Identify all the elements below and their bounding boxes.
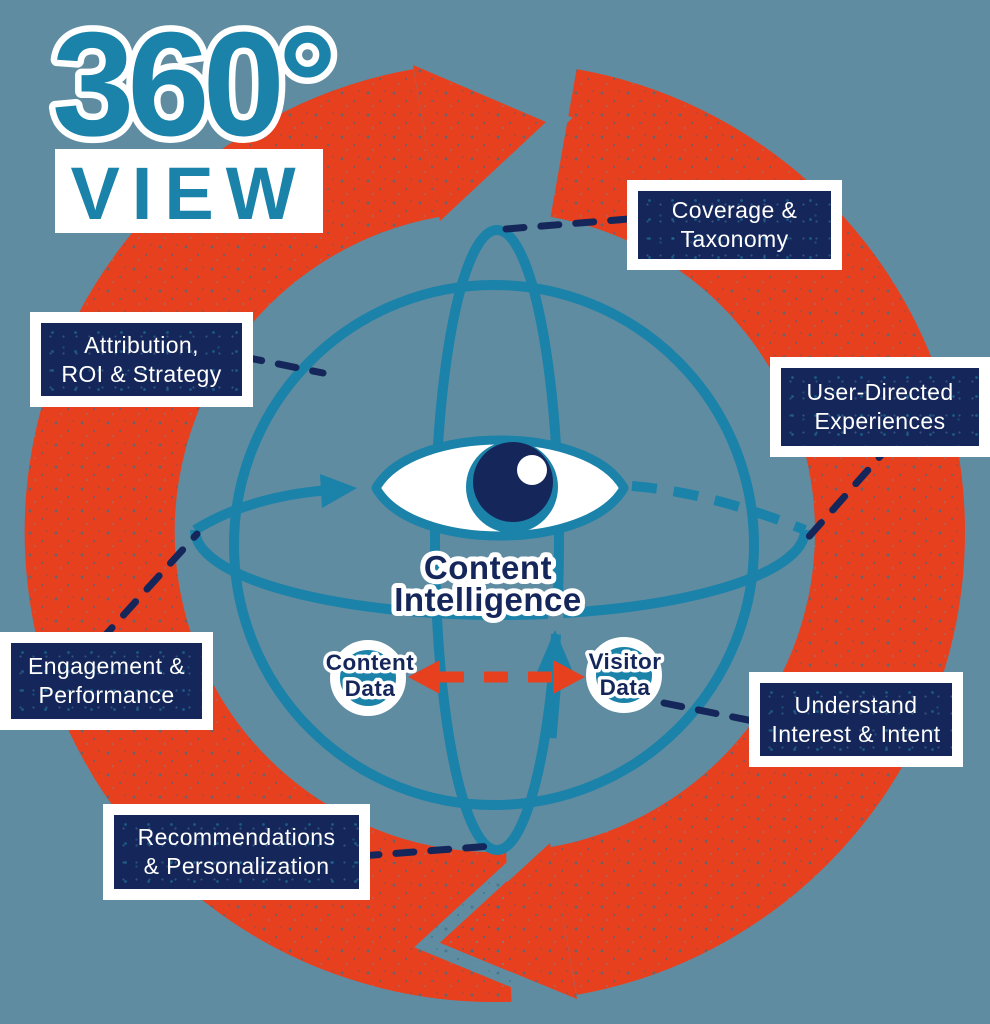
label-box-coverage-taxonomy: Coverage & Taxonomy [627,180,842,270]
label-line: Attribution, [84,331,199,358]
visitor-data-node [586,637,662,713]
label-line: ROI & Strategy [61,360,222,387]
content-data-node [330,640,406,716]
label-line: Performance [38,682,175,708]
exchange-arrowhead-right-icon [553,660,585,694]
visitor-data-line1: Visitor [588,649,661,674]
ring-texture [413,65,546,221]
label-box-inner: Engagement & Performance [11,643,202,719]
logo-view-text: VIEW [70,152,307,235]
connector-understand [660,699,757,725]
content-data-line2-outline: Data [345,676,396,701]
label-line: Understand [794,691,918,718]
label-box-inner: User-Directed Experiences [781,368,979,446]
logo-view-plate [55,149,323,233]
gyroscope-sphere [190,225,810,855]
label-box-understand-interest-intent: Understand Interest & Intent [749,672,963,767]
label-box-recommendations-personalization: Recommendations & Personalization [103,804,370,900]
content-intelligence-line1: Content [424,549,552,586]
label-line: Recommendations [137,824,336,851]
content-intelligence-line2-outline: Intelligence [394,581,582,618]
connector-attribution-roi [240,353,327,377]
orbit-arrowhead-right-icon [320,474,357,508]
content-intelligence-line1-outline: Content [424,549,552,586]
vertical-orbit [430,225,564,855]
ring-texture [441,843,577,999]
content-data-label: Content Content Data Data [322,647,417,705]
label-line: Experiences [814,408,946,434]
exchange-arrowhead-left-icon [408,660,440,694]
content-data-line1-outline: Content [326,650,414,675]
visitor-data-label: Visitor Visitor Data Data [585,646,665,704]
visitor-data-line1-outline: Visitor [588,649,661,674]
label-line: Taxonomy [680,226,789,252]
label-line: Coverage & [671,197,798,224]
label-line: User-Directed [806,379,954,406]
horizontal-orbit-arrow-shaft [192,485,331,535]
vertical-orbit-gap [546,595,566,635]
label-line: Engagement & [28,653,185,680]
content-data-line2: Data [345,676,396,701]
label-line: & Personalization [143,853,330,879]
label-box-attribution-roi-strategy: Attribution, ROI & Strategy [30,312,253,407]
connector-engagement [96,530,201,645]
connector-coverage-taxonomy [502,214,645,233]
horizontal-orbit-front [190,529,810,620]
logo-360-text: 360° [52,2,331,167]
logo-360-view: 360° 360° VIEW [46,0,345,235]
logo-360-outline: 360° [52,2,331,167]
ring-gap-top [424,56,573,225]
connector-user-directed [802,440,895,544]
label-box-inner: Recommendations & Personalization [114,815,359,889]
label-box-engagement-performance: Engagement & Performance [0,632,213,730]
connector-lines [96,214,895,860]
orbit-arrowhead-up-icon [537,630,573,672]
label-line: Interest & Intent [771,720,941,747]
sphere-circle [229,280,759,810]
double-headed-dashed-arrow-icon [408,660,585,694]
label-box-user-directed-experiences: User-Directed Experiences [770,357,990,457]
visitor-data-line2-outline: Data [600,675,651,700]
content-data-line1: Content [326,650,414,675]
eye-icon [371,435,629,541]
content-intelligence-label: Content Content Intelligence Intelligenc… [389,544,586,623]
label-box-inner: Attribution, ROI & Strategy [41,323,242,396]
label-box-inner: Understand Interest & Intent [760,683,952,756]
eye-highlight [517,455,547,485]
content-intelligence-line2: Intelligence [394,581,582,618]
horizontal-orbit-back-dashed [631,481,807,535]
label-box-inner: Coverage & Taxonomy [638,191,831,259]
connector-recommendations [357,842,496,860]
visitor-data-line2: Data [600,675,651,700]
